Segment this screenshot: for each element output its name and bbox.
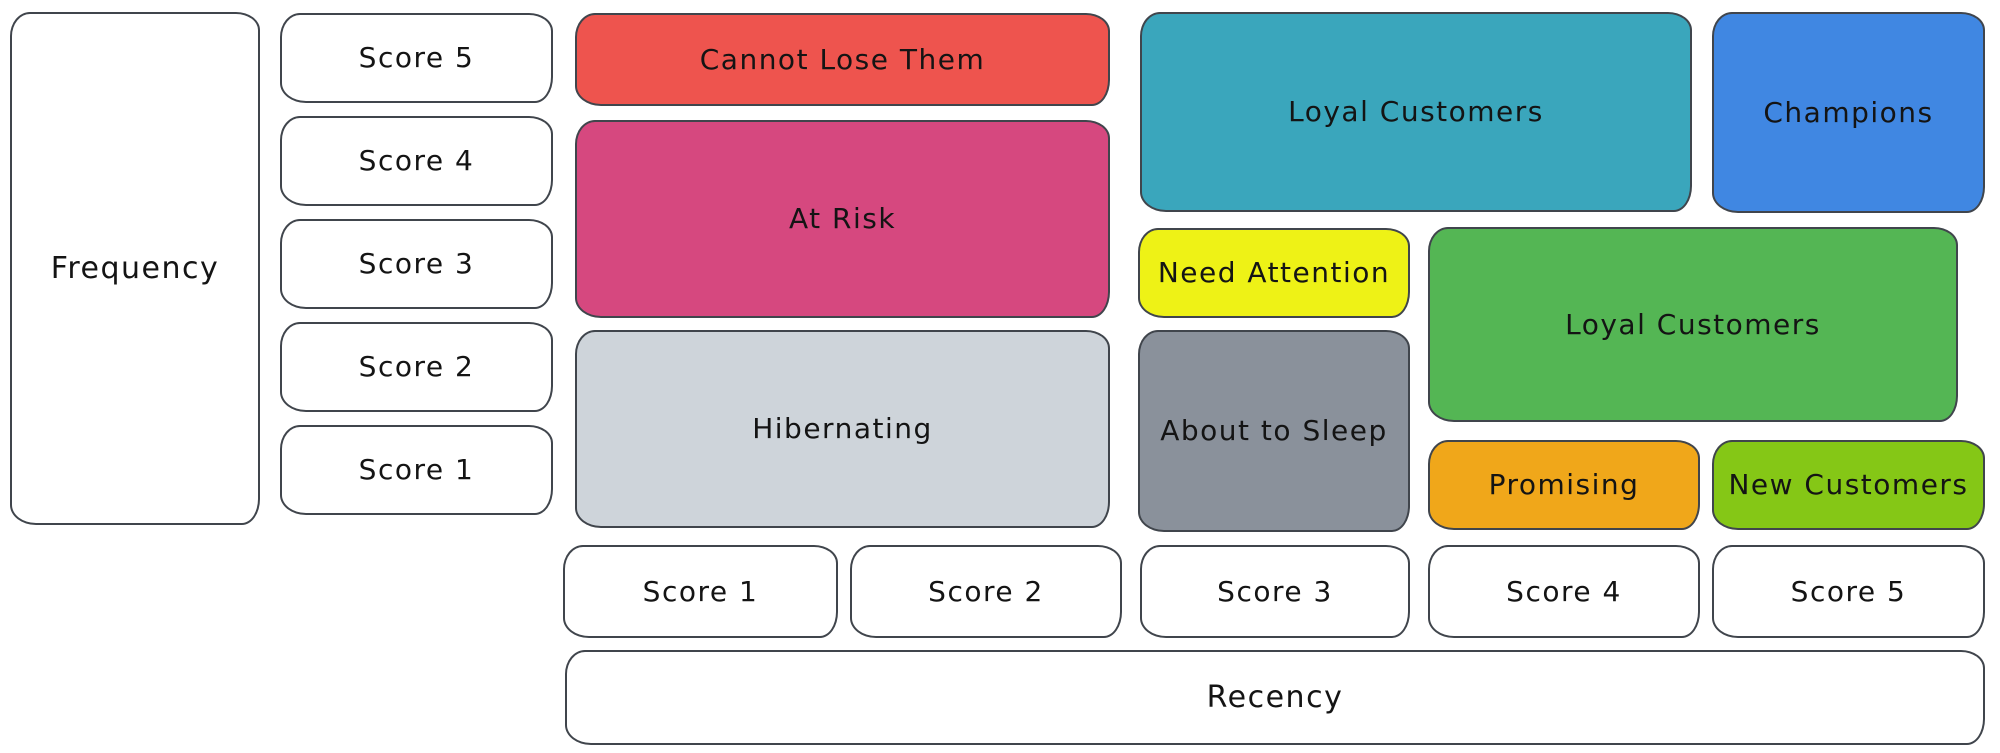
segment-cannot-lose-them-label: Cannot Lose Them xyxy=(699,42,986,76)
segment-hibernating: Hibernating xyxy=(575,330,1110,528)
recency-score-1-box: Score 1 xyxy=(563,545,838,638)
segment-new-customers: New Customers xyxy=(1712,440,1985,530)
segment-new-customers-label: New Customers xyxy=(1728,468,1969,502)
segment-champions-label: Champions xyxy=(1763,95,1934,129)
recency-axis-label: Recency xyxy=(1206,679,1344,715)
segment-need-attention-label: Need Attention xyxy=(1157,256,1391,290)
frequency-axis-label-box: Frequency xyxy=(10,12,260,525)
frequency-score-1-label: Score 1 xyxy=(358,453,475,487)
recency-axis-label-box: Recency xyxy=(565,650,1985,745)
recency-score-5-label: Score 5 xyxy=(1790,574,1907,608)
recency-score-2-label: Score 2 xyxy=(928,574,1044,608)
segment-cannot-lose-them: Cannot Lose Them xyxy=(575,13,1110,106)
segment-promising-label: Promising xyxy=(1488,468,1640,502)
frequency-score-3-box: Score 3 xyxy=(280,219,553,309)
frequency-score-1-box: Score 1 xyxy=(280,425,553,515)
segment-loyal-customers-top-label: Loyal Customers xyxy=(1288,95,1544,129)
frequency-axis-label: Frequency xyxy=(50,250,220,286)
segment-loyal-customers-top: Loyal Customers xyxy=(1140,12,1692,212)
frequency-score-5-label: Score 5 xyxy=(358,41,475,75)
recency-score-1-label: Score 1 xyxy=(642,574,759,608)
frequency-score-4-box: Score 4 xyxy=(280,116,553,206)
frequency-score-5-box: Score 5 xyxy=(280,13,553,103)
segment-about-to-sleep: About to Sleep xyxy=(1138,330,1410,532)
recency-score-3-label: Score 3 xyxy=(1217,574,1333,608)
recency-score-2-box: Score 2 xyxy=(850,545,1122,638)
frequency-score-2-box: Score 2 xyxy=(280,322,553,412)
recency-score-4-label: Score 4 xyxy=(1506,574,1622,608)
segment-need-attention: Need Attention xyxy=(1138,228,1410,318)
recency-score-3-box: Score 3 xyxy=(1140,545,1410,638)
segment-hibernating-label: Hibernating xyxy=(752,412,933,446)
segment-champions: Champions xyxy=(1712,12,1985,213)
frequency-score-4-label: Score 4 xyxy=(358,144,475,178)
frequency-score-3-label: Score 3 xyxy=(358,247,475,281)
segment-at-risk: At Risk xyxy=(575,120,1110,318)
segment-loyal-customers-mid-label: Loyal Customers xyxy=(1565,307,1821,341)
frequency-score-2-label: Score 2 xyxy=(358,350,475,384)
segment-loyal-customers-mid: Loyal Customers xyxy=(1428,227,1958,422)
segment-at-risk-label: At Risk xyxy=(788,202,897,236)
segment-promising: Promising xyxy=(1428,440,1700,530)
recency-score-5-box: Score 5 xyxy=(1712,545,1985,638)
recency-score-4-box: Score 4 xyxy=(1428,545,1700,638)
segment-about-to-sleep-label: About to Sleep xyxy=(1160,414,1388,448)
